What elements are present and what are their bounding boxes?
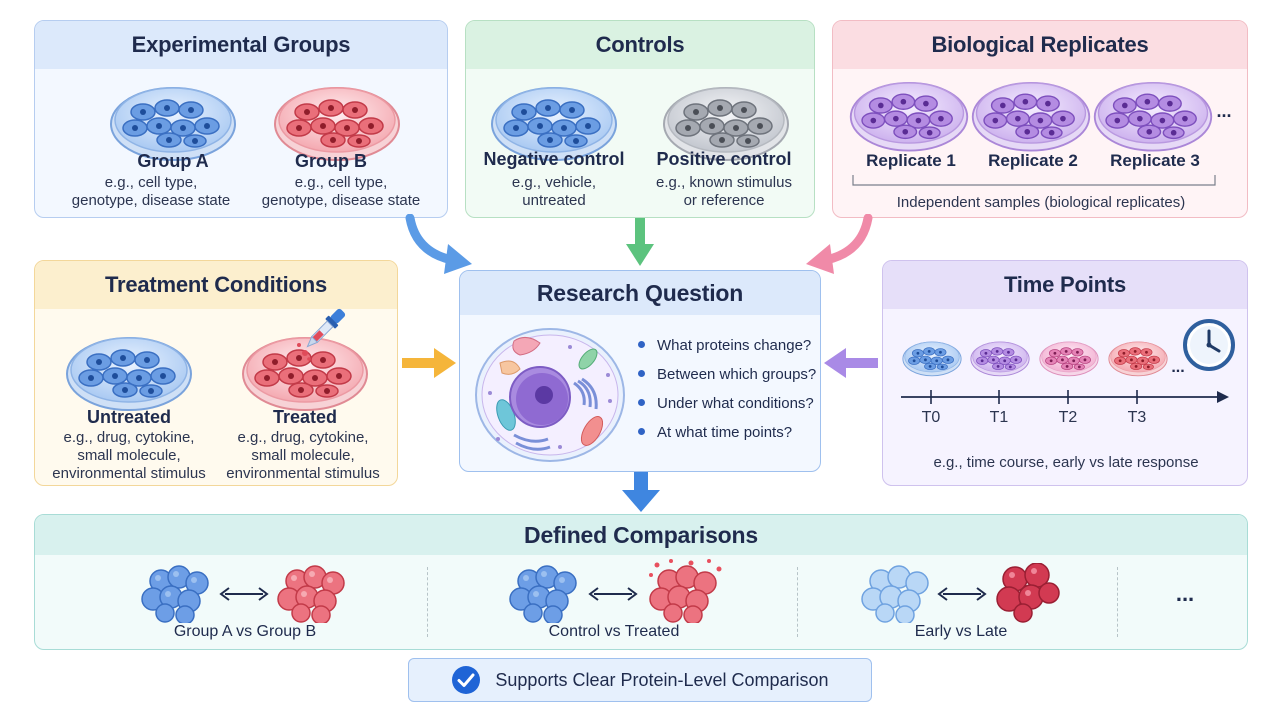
group-b-desc-2: genotype, disease state [261,192,421,209]
time-points-caption: e.g., time course, early vs late respons… [933,454,1199,471]
late-cluster-icon [996,563,1060,623]
time-label-t3: T3 [1127,409,1147,426]
group-a-dish-icon [107,79,239,161]
defined-comparisons-panel: Defined Comparisons Group A vs Group B [34,514,1248,650]
untreated-dish-icon [63,329,195,411]
divider-2 [797,567,798,637]
replicate-2-dish-icon [969,73,1093,153]
replicates-ellipsis: ... [1216,101,1232,121]
question-item-4: At what time points? [638,424,792,441]
bullet-dot-icon [638,369,645,377]
treated-label: Treated [272,407,338,427]
untreated-desc-3: environmental stimulus [52,465,206,482]
double-arrow-icon [219,587,269,601]
replicate-1-label: Replicate 1 [866,151,956,170]
research-question-title: Research Question [460,271,820,315]
positive-control-label: Positive control [656,149,792,169]
timeline-axis [901,390,1229,404]
comparison-3-label: Early vs Late [914,623,1008,640]
biological-replicates-title: Biological Replicates [833,21,1247,69]
negative-control-label: Negative control [483,149,625,169]
group-a-desc-1: e.g., cell type, [104,174,198,191]
control-cluster-icon [509,565,577,623]
question-text-4: At what time points? [657,424,793,441]
arrow-question-to-comparisons [622,472,660,512]
divider-3 [1117,567,1118,637]
arrow-replicates-to-question [806,214,873,274]
time-t2-dish-icon [1038,335,1100,379]
group-b-cluster-icon [277,565,345,623]
clock-icon [1183,319,1235,371]
treatment-conditions-panel: Treatment Conditions Untreated Treated e… [34,260,398,486]
time-t1-dish-icon [969,335,1031,379]
arrow-time-to-question [824,348,878,378]
biological-replicates-panel: Biological Replicates ... Replicate 1 Re… [832,20,1248,218]
early-cluster-icon [861,565,929,623]
question-text-1: What proteins change? [657,337,812,354]
bullet-dot-icon [638,340,645,348]
time-ellipsis: ... [1171,359,1185,376]
research-question-panel: Research Question What proteins change? … [459,270,821,472]
replicate-2-label: Replicate 2 [988,151,1078,170]
more-comparisons-ellipsis: ... [1175,581,1195,606]
replicates-bracket [852,175,1216,186]
time-label-t0: T0 [921,409,941,426]
experimental-groups-panel: Experimental Groups Group A Group B e.g.… [34,20,448,218]
group-b-label: Group B [295,151,367,171]
replicate-3-label: Replicate 3 [1110,151,1200,170]
group-b-desc-1: e.g., cell type, [294,174,388,191]
arrow-groups-to-question [405,214,472,274]
treated-cluster-icon [649,559,722,623]
comparison-1-label: Group A vs Group B [173,623,317,640]
untreated-desc-1: e.g., drug, cytokine, [63,429,195,446]
double-arrow-icon [588,587,638,601]
positive-control-desc-2: or reference [683,192,765,209]
untreated-desc-2: small molecule, [77,447,181,464]
footer-badge: Supports Clear Protein-Level Comparison [408,658,872,702]
experimental-groups-title: Experimental Groups [35,21,447,69]
positive-control-desc-1: e.g., known stimulus [656,174,792,191]
question-text-2: Between which groups? [657,366,817,383]
replicates-caption: Independent samples (biological replicat… [896,194,1186,211]
bullet-dot-icon [638,427,645,435]
question-item-2: Between which groups? [638,366,816,383]
time-t3-dish-icon [1107,335,1169,379]
treated-desc-1: e.g., drug, cytokine, [237,429,369,446]
double-arrow-icon [937,587,987,601]
treated-desc-2: small molecule, [251,447,355,464]
dropper-icon [297,308,346,361]
cell-illustration-icon [475,328,625,462]
group-a-desc-2: genotype, disease state [71,192,231,209]
negative-control-desc-2: untreated [522,192,586,209]
controls-title: Controls [466,21,814,69]
footer-label: Supports Clear Protein-Level Comparison [495,669,829,690]
time-points-title: Time Points [883,261,1247,309]
treated-desc-3: environmental stimulus [226,465,380,482]
defined-comparisons-title: Defined Comparisons [35,515,1247,555]
question-item-1: What proteins change? [638,337,811,354]
group-b-dish-icon [271,79,403,161]
question-text-3: Under what conditions? [657,395,814,412]
arrow-controls-to-question [626,218,654,266]
time-label-t2: T2 [1058,409,1078,426]
check-circle-icon [452,666,481,694]
comparison-2-label: Control vs Treated [548,623,680,640]
treatment-conditions-title: Treatment Conditions [35,261,397,309]
replicate-1-dish-icon [847,73,971,153]
controls-panel: Controls Negative control Positive contr… [465,20,815,218]
untreated-label: Untreated [86,407,171,427]
arrow-treatment-to-question [402,348,456,378]
time-t0-dish-icon [901,335,963,379]
negative-control-desc-1: e.g., vehicle, [511,174,597,191]
replicate-3-dish-icon [1091,73,1215,153]
question-item-3: Under what conditions? [638,395,814,412]
divider-1 [427,567,428,637]
time-points-panel: Time Points ... T0 T1 T2 T3 e.g., time c… [882,260,1248,486]
group-a-label: Group A [137,151,209,171]
time-label-t1: T1 [989,409,1009,426]
bullet-dot-icon [638,398,645,406]
group-a-cluster-icon [141,565,209,623]
